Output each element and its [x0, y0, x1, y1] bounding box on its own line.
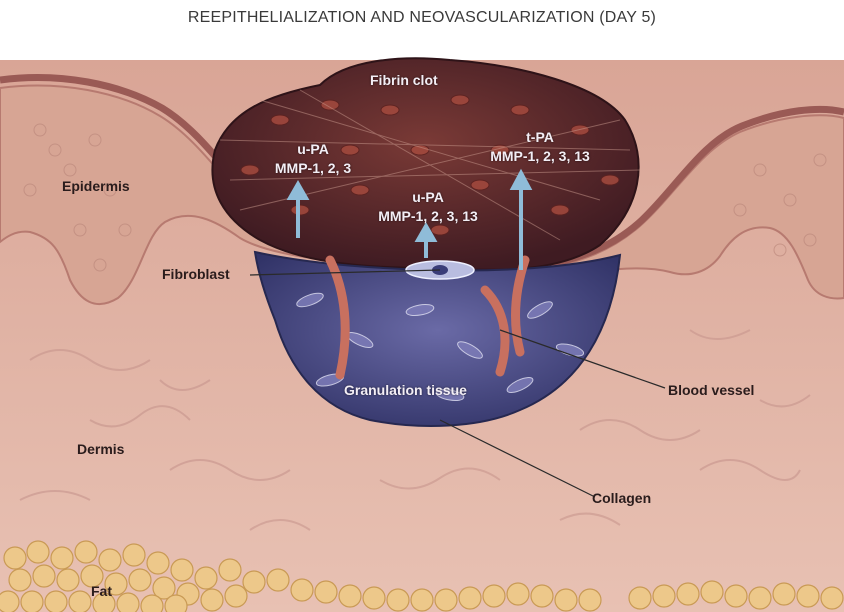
enzyme-group-right: t-PA MMP-1, 2, 3, 13 [470, 128, 610, 166]
enzyme-group-center: u-PA MMP-1, 2, 3, 13 [358, 188, 498, 226]
fibrin-clot-label: Fibrin clot [370, 72, 438, 88]
enzyme-mmps-right: MMP-1, 2, 3, 13 [470, 147, 610, 166]
granulation-tissue-label: Granulation tissue [344, 382, 467, 398]
fat-label: Fat [91, 583, 112, 599]
collagen-label: Collagen [592, 490, 651, 506]
enzyme-activator-right: t-PA [470, 128, 610, 147]
diagram-title: REEPITHELIALIZATION AND NEOVASCULARIZATI… [0, 9, 844, 27]
epidermis-label: Epidermis [62, 178, 130, 194]
enzyme-group-left: u-PA MMP-1, 2, 3 [258, 140, 368, 178]
enzyme-activator-left: u-PA [258, 140, 368, 159]
enzyme-mmps-left: MMP-1, 2, 3 [258, 159, 368, 178]
fibroblast-label: Fibroblast [162, 266, 230, 282]
enzyme-mmps-center: MMP-1, 2, 3, 13 [358, 207, 498, 226]
blood-vessel-label: Blood vessel [668, 382, 754, 398]
enzyme-activator-center: u-PA [358, 188, 498, 207]
dermis-label: Dermis [77, 441, 124, 457]
